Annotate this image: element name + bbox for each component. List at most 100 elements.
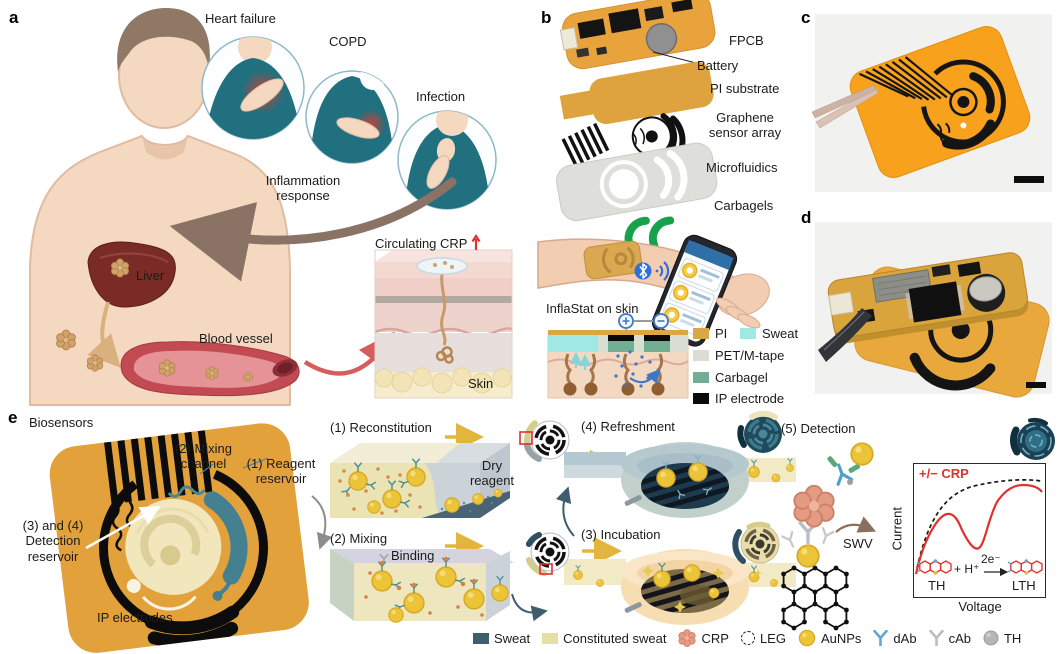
panel-e-letter: e	[8, 408, 18, 427]
legend-leg: LEG	[740, 630, 786, 646]
step2-label: (2) Mixing	[330, 531, 388, 546]
arrow-step3-to-step4	[555, 486, 575, 537]
panel-b-illustration	[537, 0, 770, 399]
sweat-up-arrows	[570, 352, 591, 370]
inflammation-arrow	[169, 177, 457, 282]
inflastat-label: InflaStat on skin	[546, 301, 639, 316]
fpcb-label: FPCB	[729, 33, 764, 48]
highlight-box	[539, 563, 553, 575]
tweezers	[811, 84, 879, 129]
reagent-leader-line	[242, 457, 269, 469]
ip-electrode-bar	[608, 335, 634, 341]
leg-label: LEG	[759, 630, 786, 646]
sensor-state-icon-step2	[525, 531, 570, 576]
th-label: TH	[928, 578, 946, 593]
crp-release-arrow	[87, 301, 121, 368]
microfluidics-layer	[556, 142, 718, 222]
panel-a-letter: a	[9, 8, 19, 27]
dry-nanoparticles	[440, 488, 503, 513]
panel-c-photo	[811, 14, 1052, 192]
detection-line1: (3) and (4)	[22, 518, 84, 533]
legend-crp: CRP	[678, 629, 729, 647]
aunp-legend-icon	[798, 629, 816, 647]
pi-strip	[548, 330, 688, 335]
pi-color-chip	[693, 328, 709, 339]
dry-line1: Dry	[481, 458, 503, 473]
circulating-crp-label: Circulating CRP	[375, 233, 481, 251]
carbagel-legend-label: Carbagel	[715, 370, 768, 385]
skin-label: Skin	[468, 376, 494, 391]
detection-line2: Detection	[25, 533, 81, 549]
swv-plot	[914, 479, 1043, 577]
legend-cab: cAb	[928, 630, 971, 646]
sweat-chip	[473, 632, 489, 644]
th-legend-icon	[983, 630, 999, 646]
sensor-state-icon-step4	[737, 410, 782, 453]
b-legend-sweat: Sweat	[740, 326, 798, 341]
mixing-channel-line1: (2) Mixing	[174, 441, 233, 456]
electrode-polarity-icon	[618, 313, 669, 334]
step4-label: (4) Refreshment	[581, 419, 675, 434]
graphene-lattice	[782, 566, 848, 630]
ion-flow-arrow	[629, 368, 661, 384]
connector	[828, 291, 855, 316]
panel-c-letter: c	[801, 8, 811, 27]
detection-reservoir-pointer	[85, 506, 161, 550]
aunp-label	[850, 442, 874, 466]
step5-label: (5) Detection	[781, 421, 856, 436]
cab-label: cAb	[948, 630, 971, 646]
detection-reservoir-label: (3) and (4) Detection reservoir	[17, 518, 89, 564]
constituted-sweat-chip	[542, 632, 559, 644]
reaction-plus-h: + H⁺	[954, 562, 980, 576]
crp-curve	[914, 483, 1043, 575]
reaction-electrons: 2e⁻	[981, 552, 1001, 566]
inflammation-line1: Inflammation	[265, 173, 341, 188]
cab-legend-icon	[928, 630, 944, 646]
infection-circle	[397, 110, 497, 210]
battery-label: Battery	[697, 58, 739, 73]
pi-substrate-layer	[559, 61, 714, 125]
carbagels-label: Carbagels	[714, 198, 774, 213]
dry-line2: reagent	[469, 473, 515, 489]
heart-failure-label: Heart failure	[205, 11, 276, 26]
signal-icon	[655, 261, 670, 281]
sweat-label: Sweat	[494, 630, 531, 646]
flow-arrow-to-step1	[311, 495, 333, 550]
sensor-state-icon-step1	[519, 420, 570, 462]
pet-legend-label: PET/M-tape	[715, 348, 785, 363]
leg-dashed-circle-icon	[740, 631, 755, 645]
crp-up-arrow-icon	[471, 233, 481, 250]
liver-label: Liver	[136, 268, 165, 283]
step1-label: (1) Reconstitution	[330, 420, 432, 435]
sensor-patch-photo	[849, 26, 1031, 178]
ip-electrode-bar	[644, 335, 670, 341]
incubation-channel	[564, 537, 796, 625]
th-label-legend: TH	[1003, 630, 1022, 646]
panel-a-illustration	[29, 8, 514, 406]
dab-label: dAb	[893, 630, 917, 646]
battery-leader-line	[652, 51, 697, 64]
fpcb-layer	[559, 0, 716, 70]
swv-label: SWV	[843, 536, 873, 551]
b-legend-pi: PI	[693, 326, 727, 341]
pet-color-chip	[693, 350, 709, 361]
arm-with-device	[537, 234, 770, 347]
refreshment-channel	[564, 442, 796, 518]
copd-label: COPD	[329, 34, 367, 49]
dry-reagent-label: Dry reagent	[468, 458, 516, 489]
skin-cross-section	[374, 249, 514, 399]
ip-electrodes-label: IP electrodes	[97, 610, 173, 625]
main-chip	[908, 281, 962, 323]
app-cards	[660, 258, 724, 337]
dab-legend-icon	[873, 630, 889, 646]
reagent-reservoir-label: (1) Reagent reservoir	[243, 456, 319, 487]
crp-monomer-dots	[338, 467, 422, 515]
reagent-reservoir-teal	[203, 491, 248, 585]
detection-antibody	[827, 456, 860, 486]
sensor-state-icon-step3	[732, 521, 780, 564]
lattice-atoms	[781, 565, 849, 631]
crp-legend-icon	[678, 629, 697, 647]
ribbon-cable	[818, 308, 872, 362]
b-legend-pet: PET/M-tape	[693, 348, 784, 363]
